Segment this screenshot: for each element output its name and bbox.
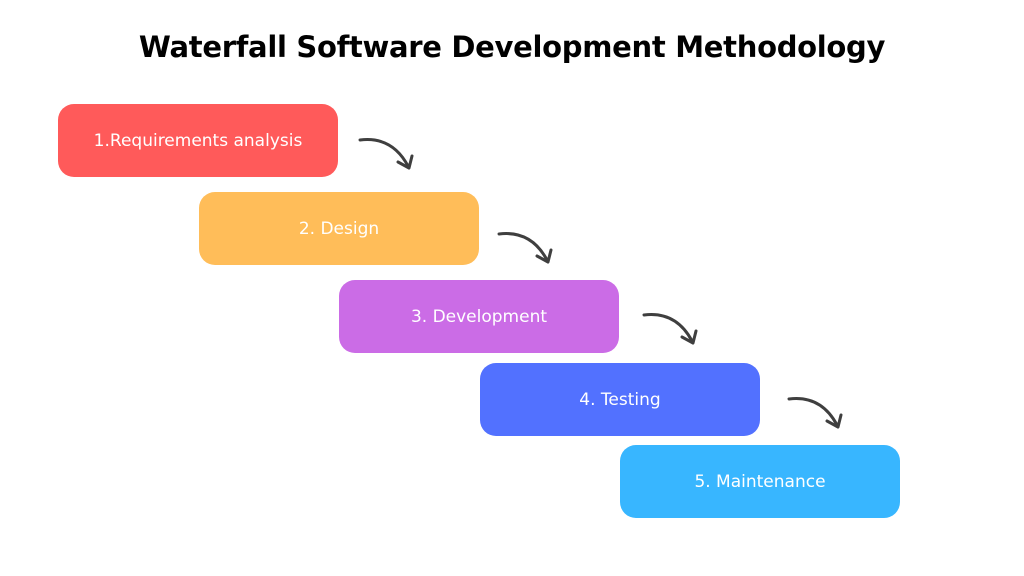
step-testing: 4. Testing (480, 363, 760, 436)
curved-arrow-icon (642, 313, 698, 345)
step-label: 4. Testing (579, 389, 661, 410)
step-maintenance: 5. Maintenance (620, 445, 900, 518)
step-design: 2. Design (199, 192, 479, 265)
step-label: 3. Development (410, 306, 548, 327)
step-label: 5. Maintenance (694, 471, 826, 492)
curved-arrow-icon (787, 397, 843, 429)
step-label: 2. Design (298, 218, 380, 239)
step-label: 1.Requirements analysis (93, 130, 303, 151)
step-requirements-analysis: 1.Requirements analysis (58, 104, 338, 177)
step-development: 3. Development (339, 280, 619, 353)
diagram-title: Waterfall Software Development Methodolo… (138, 30, 886, 64)
curved-arrow-icon (358, 138, 414, 170)
curved-arrow-icon (497, 232, 553, 264)
